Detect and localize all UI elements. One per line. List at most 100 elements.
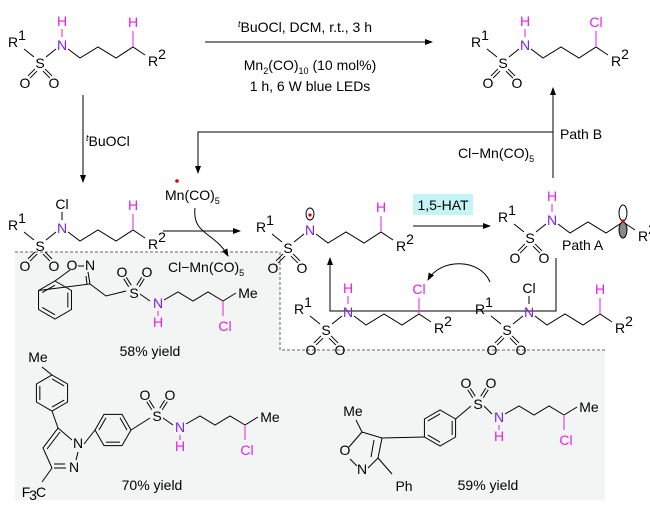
bond — [75, 451, 79, 461]
r1-superscript: 1 — [304, 294, 312, 310]
atom-label: O — [335, 342, 346, 358]
bond — [138, 278, 145, 288]
cf3-label: C — [36, 484, 46, 500]
atom-label: Cl — [412, 281, 425, 297]
bond — [293, 233, 305, 243]
bond — [355, 419, 363, 433]
bond — [492, 70, 501, 79]
radical-dot — [621, 219, 625, 223]
atom-label: N — [85, 257, 95, 273]
bond — [348, 431, 363, 448]
atom-label: O — [297, 260, 308, 276]
r1-label: R — [471, 34, 481, 50]
r1-superscript: 1 — [18, 210, 26, 226]
bond — [490, 68, 499, 77]
yield-label: 58% yield — [120, 343, 181, 359]
bond — [89, 283, 127, 297]
atom-label: N — [69, 459, 79, 475]
atom-label: H — [128, 14, 138, 30]
bond — [482, 389, 489, 399]
bond — [119, 417, 128, 431]
bond — [309, 315, 321, 325]
bond — [85, 275, 88, 285]
bond — [139, 293, 151, 302]
atom-label: H — [376, 199, 386, 215]
bond — [330, 335, 339, 344]
bond — [467, 389, 474, 399]
bond — [513, 223, 525, 233]
bond — [512, 315, 524, 325]
atom-label: H — [520, 13, 530, 29]
curved-arrow-cl-transfer — [194, 207, 229, 257]
r2-label: R — [638, 228, 648, 244]
bond — [532, 245, 541, 254]
methyl-label: Me — [579, 399, 599, 415]
bond — [44, 251, 53, 260]
r1-label: R — [498, 209, 508, 225]
atom-label: Cl — [55, 196, 68, 212]
atom-label: Cl — [240, 442, 253, 458]
bond — [83, 429, 96, 445]
atom-label: O — [306, 342, 317, 358]
cf3-label: 3 — [29, 487, 37, 503]
bond — [381, 436, 425, 439]
methyl-label: Me — [28, 349, 48, 365]
bond — [125, 276, 132, 286]
bond — [54, 269, 71, 282]
yield-label: 59% yield — [458, 477, 519, 493]
atom-label: O — [510, 250, 521, 266]
atom-label: Cl — [559, 432, 572, 448]
subscript: 5 — [215, 196, 220, 206]
subscript: 5 — [239, 268, 244, 278]
bond — [123, 278, 130, 288]
cl-mn-text: Cl−Mn(CO) — [458, 145, 529, 161]
atom-label: N — [73, 435, 83, 451]
bond — [315, 231, 394, 244]
bond — [328, 337, 337, 346]
bond — [42, 253, 51, 262]
methyl-label: Me — [260, 409, 280, 425]
r1-superscript: 1 — [481, 27, 489, 43]
bond — [361, 431, 383, 469]
bond — [534, 243, 543, 252]
atom-label: H — [57, 13, 67, 29]
bond — [146, 401, 153, 411]
bond — [517, 243, 526, 252]
bond — [455, 405, 472, 420]
mn-radical-text: Mn(CO) — [165, 187, 215, 203]
bond — [315, 337, 324, 346]
bond — [23, 48, 35, 58]
bond — [29, 70, 38, 79]
atom-label: H — [547, 188, 557, 204]
atom-label: Cl — [218, 318, 231, 334]
r1-label: R — [256, 219, 266, 235]
atom-label: H — [175, 438, 185, 454]
conditions-line-2: Mn2(CO)10 (10 mol%) — [244, 57, 377, 76]
scope-panel-background — [15, 252, 605, 500]
bond — [41, 467, 53, 483]
bond — [370, 439, 375, 458]
curved-arrow-chain-transfer — [427, 263, 491, 283]
subscript: 2 — [263, 66, 268, 76]
atom-label: N — [357, 461, 367, 477]
bond — [353, 313, 432, 326]
r2-superscript: 2 — [158, 46, 166, 62]
bond — [51, 399, 65, 408]
nitrogen-label: N — [343, 304, 353, 320]
r2-label: R — [611, 53, 621, 69]
bond — [534, 313, 613, 326]
bond — [42, 70, 51, 79]
atom-label: O — [165, 387, 176, 403]
path-a-label: Path A — [562, 237, 604, 253]
radical-dot — [308, 213, 312, 217]
atom-label: O — [512, 75, 523, 91]
bond — [42, 410, 59, 469]
r1-label: R — [294, 301, 304, 317]
bond — [507, 68, 516, 77]
bond — [292, 253, 301, 262]
bond — [67, 229, 146, 242]
nitrogen-label: N — [57, 37, 67, 53]
nitrogen-label: N — [175, 419, 185, 435]
conditions-text: (10 mol%) — [309, 57, 377, 73]
